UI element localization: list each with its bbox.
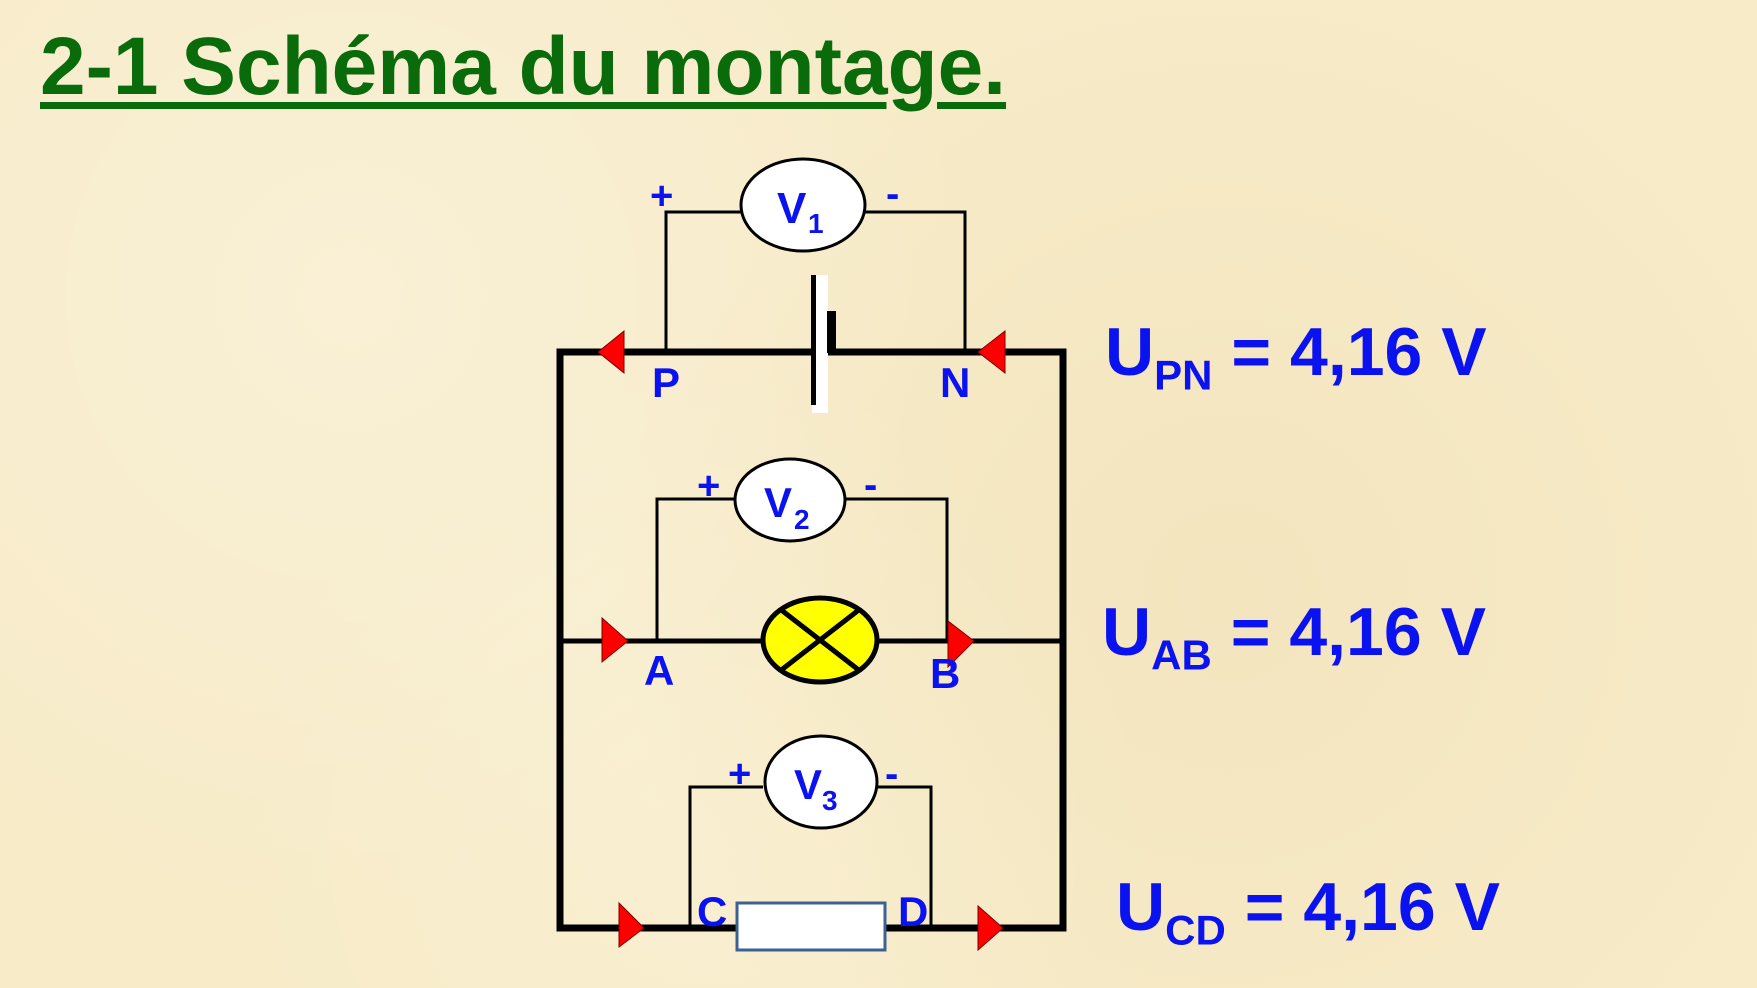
measurement-equals: = bbox=[1230, 594, 1271, 670]
plus-terminal: + bbox=[650, 174, 673, 218]
measurement-value: 4,16 bbox=[1303, 869, 1436, 945]
node-label-b: B bbox=[930, 650, 960, 697]
arrow-left-icon bbox=[597, 329, 625, 375]
measurement-unit: V bbox=[1454, 869, 1500, 945]
node-label-a: A bbox=[644, 647, 674, 694]
arrow-right-icon bbox=[977, 904, 1004, 952]
voltmeter-wires bbox=[655, 210, 967, 928]
plus-terminal: + bbox=[697, 464, 720, 508]
voltmeter-v3: V 3 + - bbox=[728, 734, 898, 830]
measurement-unit: V bbox=[1440, 594, 1486, 670]
minus-terminal: - bbox=[885, 752, 898, 796]
minus-terminal: - bbox=[886, 172, 899, 216]
arrow-right-icon bbox=[601, 616, 629, 664]
measurement-symbol: U bbox=[1116, 869, 1166, 945]
v1-wire-plus bbox=[664, 210, 741, 352]
minus-terminal: - bbox=[864, 463, 877, 507]
measurement-subscript: CD bbox=[1165, 906, 1226, 954]
measurement-ucd: UCD = 4,16 V bbox=[1116, 873, 1500, 951]
v2-wire-minus bbox=[845, 497, 949, 641]
measurement-uab: UAB = 4,16 V bbox=[1102, 598, 1486, 676]
current-arrows bbox=[597, 329, 1006, 952]
measurement-value: 4,16 bbox=[1289, 594, 1422, 670]
voltmeter-index: 3 bbox=[822, 785, 838, 816]
measurement-equals: = bbox=[1231, 314, 1272, 390]
node-label-p: P bbox=[652, 359, 680, 406]
voltmeter-index: 1 bbox=[808, 208, 824, 239]
v2-wire-plus bbox=[655, 497, 735, 641]
measurement-value: 4,16 bbox=[1290, 314, 1423, 390]
voltmeter-index: 2 bbox=[794, 504, 810, 535]
battery-icon bbox=[811, 275, 836, 413]
voltmeter-letter: V bbox=[794, 761, 822, 808]
node-label-d: D bbox=[898, 888, 928, 935]
page-title: 2-1 Schéma du montage. bbox=[40, 21, 1007, 112]
measurement-subscript: AB bbox=[1151, 631, 1212, 679]
node-label-n: N bbox=[940, 359, 970, 406]
measurement-subscript: PN bbox=[1154, 351, 1213, 399]
voltmeter-v1: V 1 + - bbox=[650, 157, 899, 253]
measurement-equals: = bbox=[1244, 869, 1285, 945]
v1-wire-minus bbox=[865, 210, 967, 352]
lamp-icon bbox=[760, 595, 880, 685]
node-labels: P N A B C D bbox=[644, 359, 970, 935]
main-circuit-wires bbox=[556, 348, 1067, 932]
arrow-right-icon bbox=[947, 619, 975, 669]
voltmeter-letter: V bbox=[764, 479, 792, 526]
measurement-unit: V bbox=[1441, 314, 1487, 390]
resistor-icon bbox=[735, 901, 887, 952]
node-label-c: C bbox=[697, 888, 727, 935]
voltmeter-v2: V 2 + - bbox=[697, 457, 877, 543]
voltmeter-letter: V bbox=[777, 184, 807, 233]
arrow-left-icon bbox=[977, 329, 1006, 375]
arrow-right-icon bbox=[618, 901, 645, 949]
plus-terminal: + bbox=[728, 752, 751, 796]
measurement-upn: UPN = 4,16 V bbox=[1105, 318, 1487, 396]
v3-wire-minus bbox=[877, 785, 933, 928]
measurement-symbol: U bbox=[1102, 594, 1152, 670]
measurement-symbol: U bbox=[1105, 314, 1155, 390]
v3-wire-plus bbox=[688, 785, 763, 928]
